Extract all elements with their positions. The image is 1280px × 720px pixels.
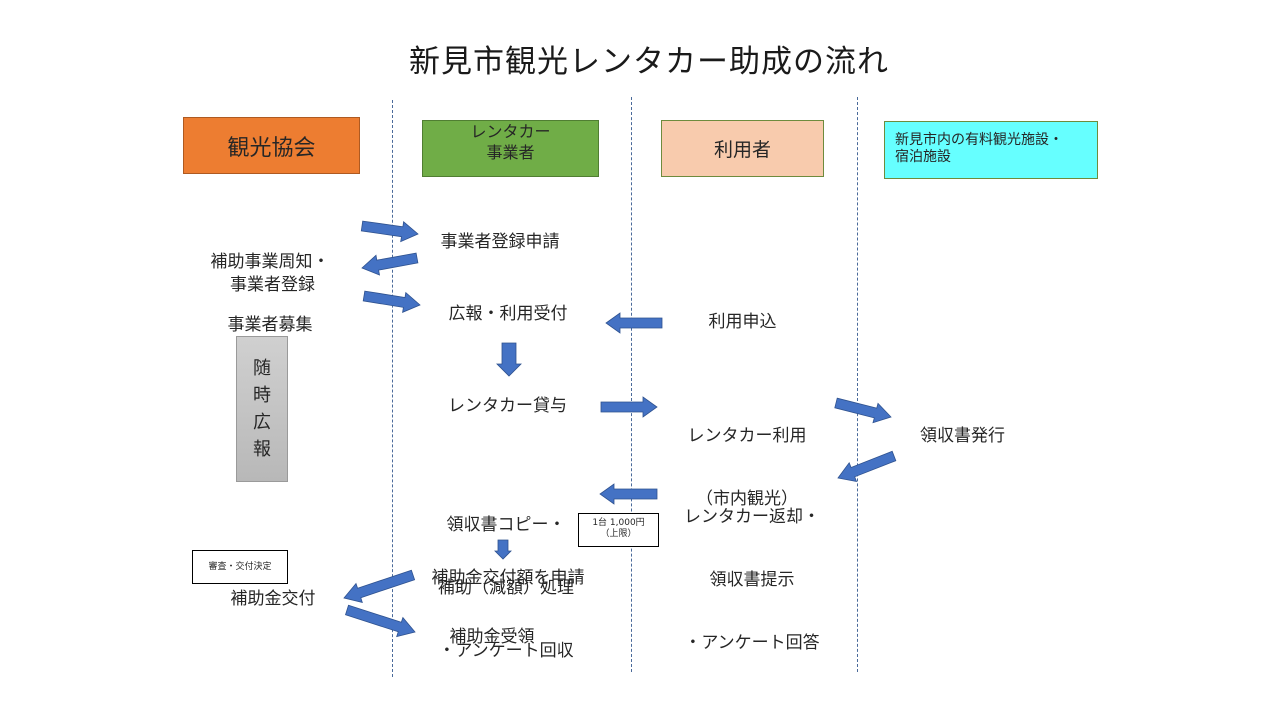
arrow-use-to-receipt-icon [834,397,892,424]
lane-header-label-line2: 事業者 [486,143,535,162]
step-subsidy-receive: 補助金受領 [449,627,535,647]
arrow-register-to-reception-icon [362,290,421,313]
arrow-return-to-process-icon [599,483,658,505]
step-rental-lend: レンタカー貸与 [448,396,567,416]
step-rental-use-line2: （市内観光） [696,489,798,509]
step-announce: 補助事業周知・ 事業者募集 [200,210,340,357]
arrow-user-apply-to-reception-icon [605,312,663,334]
step-return: レンタカー返却・ 領収書提示 ・アンケート回答 [672,465,832,675]
arrow-process-to-request-icon [494,539,512,560]
step-return-line3: ・アンケート回答 [684,633,820,653]
page-title: 新見市観光レンタカー助成の流れ [409,44,889,80]
lane-header-label: 観光協会 [227,135,316,161]
step-pr-reception: 広報・利用受付 [448,304,568,324]
step-process: 領収書コピー・ 補助（減額）処理 ・アンケート回収 [425,473,587,683]
ongoing-pr-box: 随 時 広 報 [236,336,288,482]
step-rental-use-line1: レンタカー利用 [687,426,807,446]
lane-divider-1 [392,100,393,677]
lane-header-facility: 新見市内の有料観光施設・ 宿泊施設 [884,121,1098,179]
arrow-lend-to-use-icon [600,396,658,418]
ongoing-pr-char: 報 [253,439,271,460]
step-receipt-issue: 領収書発行 [920,426,1005,446]
step-operator-register: 事業者登録 [230,275,315,295]
step-subsidy-request: 補助金交付額を申請 [431,568,585,588]
lane-header-label-line1: レンタカー [470,122,551,141]
lane-divider-3 [857,97,858,672]
subsidy-cap-line2: （上限） [600,529,637,539]
step-return-line2: 領収書提示 [709,570,795,590]
lane-header-rental-operator: レンタカー 事業者 [422,120,599,177]
review-decision-note: 審査・交付決定 [192,550,288,584]
step-subsidy-grant: 補助金交付 [230,589,316,609]
arrow-reception-to-lend-icon [496,342,522,377]
arrow-receipt-to-return-icon [837,450,897,483]
subsidy-cap-note: 1台 1,000円 （上限） [578,513,659,547]
step-process-line1: 領収書コピー・ [446,515,566,535]
arrow-apply-to-register-icon [361,252,419,276]
subsidy-cap-line1: 1台 1,000円 [592,518,645,528]
step-operator-apply: 事業者登録申請 [440,232,560,252]
ongoing-pr-char: 広 [253,412,271,433]
step-process-line3: ・アンケート回収 [438,641,574,661]
step-rental-use: レンタカー利用 （市内観光） [672,384,822,531]
step-announce-line2: 事業者募集 [227,315,313,335]
lane-header-label-line2: 宿泊施設 [895,149,951,165]
lane-header-user: 利用者 [661,120,824,177]
arrow-announce-to-apply-icon [360,220,419,243]
arrow-request-to-grant-icon [343,569,416,603]
step-announce-line1: 補助事業周知・ [210,252,330,272]
lane-header-label-line1: 新見市内の有料観光施設・ [895,132,1063,148]
step-process-line2: 補助（減額）処理 [438,578,574,598]
step-return-line1: レンタカー返却・ [684,507,820,527]
lane-divider-2 [631,97,632,672]
lane-header-label: 利用者 [713,139,771,161]
ongoing-pr-char: 時 [253,385,271,406]
ongoing-pr-char: 随 [253,358,271,379]
arrow-grant-to-receive-icon [344,604,416,638]
step-user-apply: 利用申込 [708,312,777,332]
lane-header-tourism-association: 観光協会 [183,117,360,174]
